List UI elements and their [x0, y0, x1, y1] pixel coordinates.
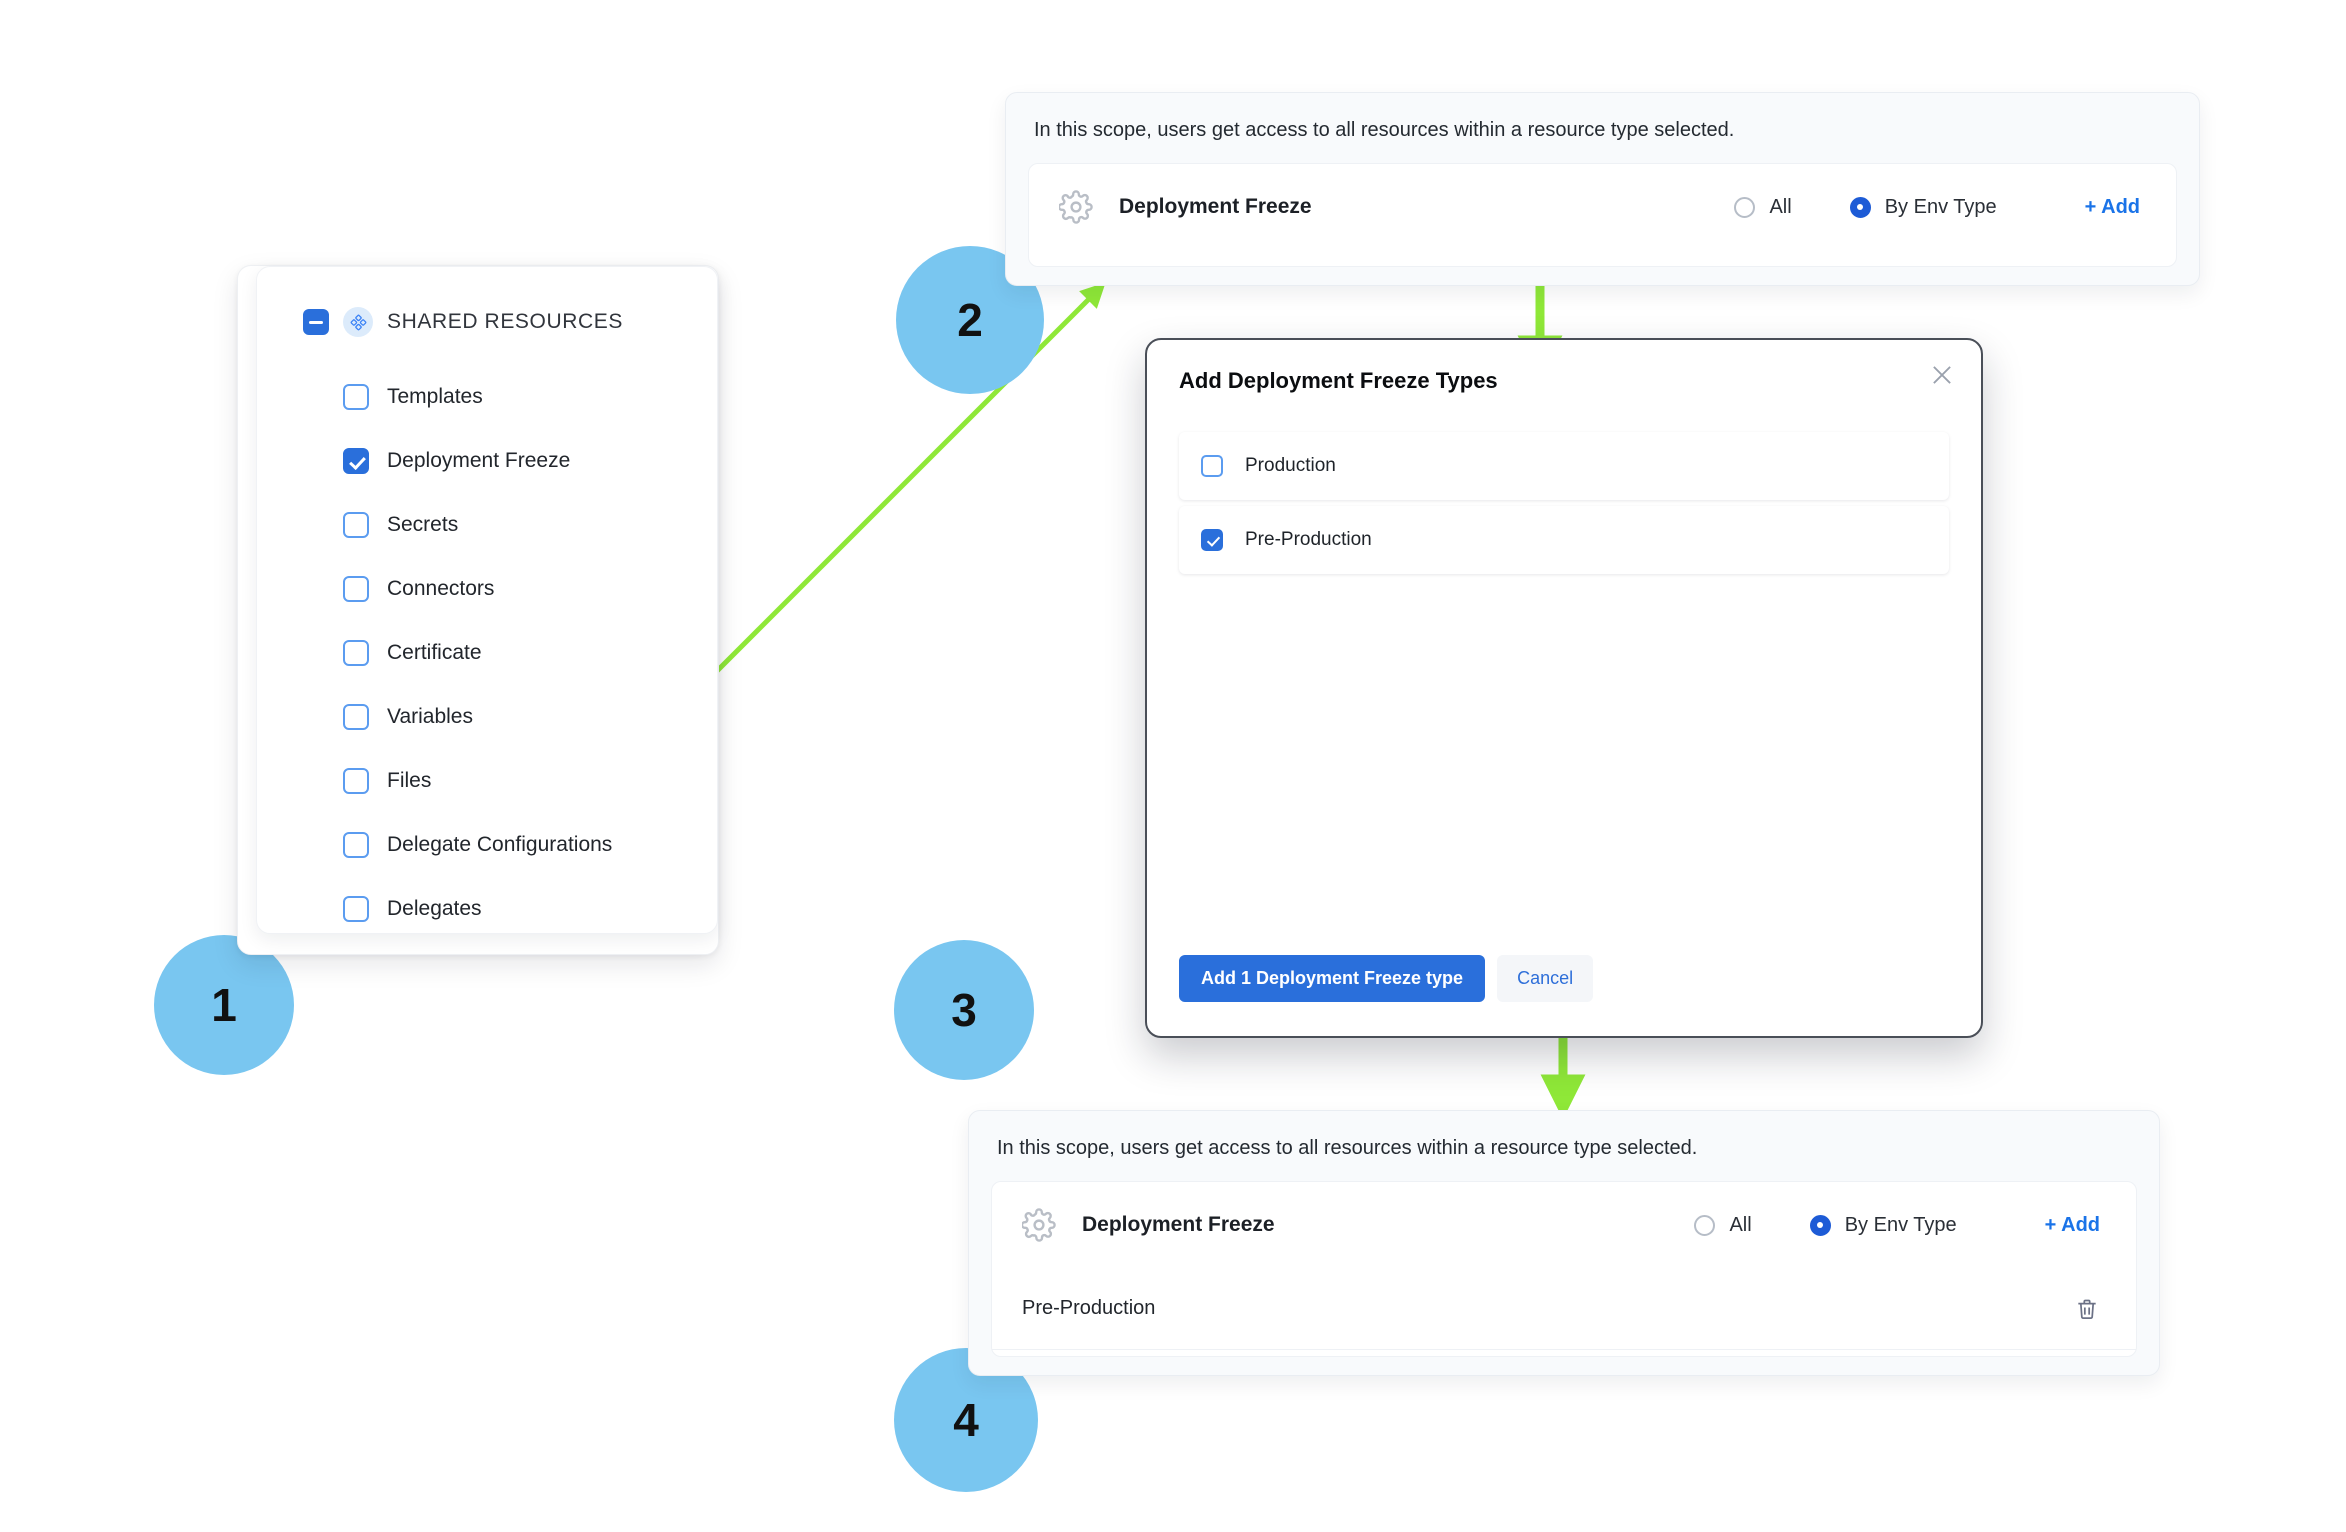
- shared-resources-checkbox[interactable]: [303, 309, 329, 335]
- deployment-freeze-type-list: Production Pre-Production: [1179, 432, 1949, 580]
- cancel-button[interactable]: Cancel: [1497, 955, 1594, 1002]
- radio-option-by-env-type[interactable]: By Env Type: [1849, 195, 1997, 219]
- resource-checkbox[interactable]: [343, 896, 369, 922]
- scope-card-bottom: In this scope, users get access to all r…: [968, 1110, 2160, 1376]
- trash-icon[interactable]: [2074, 1296, 2100, 1322]
- modal-title: Add Deployment Freeze Types: [1179, 368, 1498, 393]
- resource-label: Delegate Configurations: [387, 833, 613, 856]
- scope-note: In this scope, users get access to all r…: [997, 1137, 1698, 1159]
- selected-env-type-row: Pre-Production: [992, 1268, 2136, 1350]
- radio-option-by-env-type[interactable]: By Env Type: [1809, 1213, 1957, 1237]
- scope-mode-radio-group: All By Env Type: [1734, 195, 1997, 219]
- shared-resources-header[interactable]: SHARED RESOURCES: [257, 307, 717, 337]
- resource-label: Variables: [387, 705, 473, 728]
- step-badge-label: 3: [951, 984, 977, 1036]
- resource-checkbox[interactable]: [343, 704, 369, 730]
- resource-type-list: Templates Deployment Freeze Secrets Conn…: [257, 365, 717, 941]
- resource-label: Delegates: [387, 897, 482, 920]
- resource-item-delegate-configurations[interactable]: Delegate Configurations: [257, 813, 717, 877]
- gear-icon: [1020, 1208, 1056, 1242]
- resource-item-secrets[interactable]: Secrets: [257, 493, 717, 557]
- step-badge-1: 1: [154, 935, 294, 1075]
- resource-item-connectors[interactable]: Connectors: [257, 557, 717, 621]
- add-link[interactable]: + Add: [2044, 1213, 2100, 1236]
- resource-label: Secrets: [387, 513, 459, 536]
- radio-option-all[interactable]: All: [1734, 195, 1792, 219]
- resource-item-deployment-freeze[interactable]: Deployment Freeze: [257, 429, 717, 493]
- shared-resources-title: SHARED RESOURCES: [387, 310, 623, 333]
- radio-all-label: All: [1769, 195, 1792, 218]
- resource-item-files[interactable]: Files: [257, 749, 717, 813]
- close-icon[interactable]: [1927, 360, 1957, 390]
- radio-by-env-type-label: By Env Type: [1844, 1213, 1957, 1236]
- modal-option-pre-production[interactable]: Pre-Production: [1179, 506, 1949, 574]
- radio-all[interactable]: [1734, 196, 1756, 218]
- resource-item-templates[interactable]: Templates: [257, 365, 717, 429]
- shared-resources-node-icon: [343, 307, 373, 337]
- radio-all[interactable]: [1694, 1214, 1716, 1236]
- add-link[interactable]: + Add: [2084, 195, 2140, 218]
- option-checkbox[interactable]: [1201, 529, 1223, 551]
- gear-icon: [1057, 190, 1093, 224]
- radio-option-all[interactable]: All: [1694, 1213, 1752, 1237]
- resource-checkbox[interactable]: [343, 576, 369, 602]
- scope-note: In this scope, users get access to all r…: [1034, 119, 1735, 141]
- resource-label: Certificate: [387, 641, 482, 664]
- shared-resources-panel-inner: SHARED RESOURCES Templates Deployment Fr…: [256, 266, 718, 934]
- resource-item-variables[interactable]: Variables: [257, 685, 717, 749]
- resource-label: Connectors: [387, 577, 495, 600]
- radio-by-env-type-label: By Env Type: [1884, 195, 1997, 218]
- option-label: Production: [1245, 455, 1336, 476]
- scope-resource-name: Deployment Freeze: [1082, 1213, 1275, 1236]
- resource-checkbox[interactable]: [343, 832, 369, 858]
- resource-item-certificate[interactable]: Certificate: [257, 621, 717, 685]
- option-checkbox[interactable]: [1201, 455, 1223, 477]
- resource-label: Templates: [387, 385, 483, 408]
- radio-all-label: All: [1729, 1213, 1752, 1236]
- scope-card-top: In this scope, users get access to all r…: [1005, 92, 2200, 286]
- resource-checkbox[interactable]: [343, 384, 369, 410]
- radio-by-env-type[interactable]: [1809, 1214, 1831, 1236]
- step-badge-label: 1: [211, 979, 237, 1031]
- step-badge-label: 2: [957, 294, 983, 346]
- selected-env-type-label: Pre-Production: [1022, 1297, 1156, 1319]
- add-deployment-freeze-types-modal: Add Deployment Freeze Types Production P…: [1145, 338, 1983, 1038]
- step-badge-label: 4: [953, 1394, 979, 1446]
- add-types-button[interactable]: Add 1 Deployment Freeze type: [1179, 955, 1486, 1002]
- resource-item-delegates[interactable]: Delegates: [257, 877, 717, 941]
- scope-resource-row-container: Deployment Freeze All By Env Type + Add: [1028, 163, 2177, 267]
- step-badge-3: 3: [894, 940, 1034, 1080]
- resource-label: Files: [387, 769, 432, 792]
- resource-checkbox[interactable]: [343, 768, 369, 794]
- scope-resource-row: Deployment Freeze All By Env Type + Add: [992, 1182, 2136, 1268]
- resource-checkbox[interactable]: [343, 640, 369, 666]
- modal-footer: Add 1 Deployment Freeze type Cancel: [1179, 955, 1594, 1002]
- scope-resource-row-container: Deployment Freeze All By Env Type + Add …: [991, 1181, 2137, 1357]
- resource-checkbox[interactable]: [343, 448, 369, 474]
- resource-checkbox[interactable]: [343, 512, 369, 538]
- resource-label: Deployment Freeze: [387, 449, 571, 472]
- shared-resources-panel: SHARED RESOURCES Templates Deployment Fr…: [237, 265, 719, 955]
- arrow-tree-to-scope: [688, 282, 1106, 700]
- scope-mode-radio-group: All By Env Type: [1694, 1213, 1957, 1237]
- option-label: Pre-Production: [1245, 529, 1372, 550]
- radio-by-env-type[interactable]: [1849, 196, 1871, 218]
- scope-resource-name: Deployment Freeze: [1119, 195, 1312, 218]
- scope-resource-row: Deployment Freeze All By Env Type + Add: [1029, 164, 2176, 250]
- modal-option-production[interactable]: Production: [1179, 432, 1949, 500]
